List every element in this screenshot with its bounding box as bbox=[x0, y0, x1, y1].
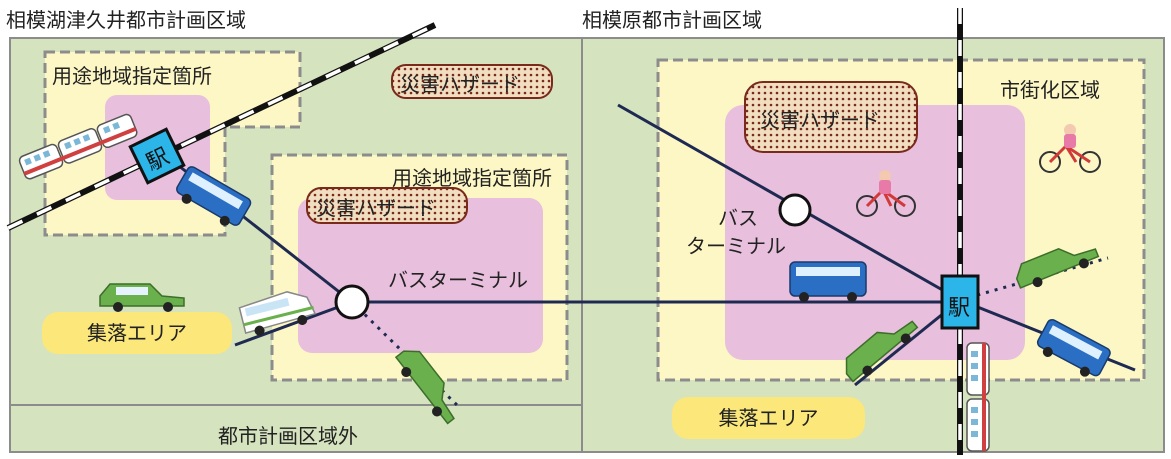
use-area-label-2: 用途地域指定箇所 bbox=[392, 166, 552, 190]
bicycle-icon bbox=[1039, 124, 1101, 173]
urbanization-label: 市街化区域 bbox=[1000, 78, 1100, 102]
hazard-label-1: 災害ハザード bbox=[400, 72, 520, 96]
bus-terminal-right bbox=[778, 193, 812, 227]
outside-area-label: 都市計画区域外 bbox=[218, 424, 358, 448]
village-area-1: 集落エリア bbox=[42, 312, 232, 354]
car-icon bbox=[1015, 248, 1100, 289]
hazard-label-2: 災害ハザード bbox=[316, 196, 436, 220]
hazard-zone-2 bbox=[306, 187, 468, 224]
bus-icon bbox=[176, 166, 252, 226]
bus-icon bbox=[789, 261, 867, 302]
use-area-label-1: 用途地域指定箇所 bbox=[52, 64, 212, 88]
hazard-zone-3 bbox=[744, 81, 918, 153]
station-left bbox=[128, 127, 186, 185]
minivan-icon bbox=[238, 291, 317, 336]
station-right bbox=[940, 274, 980, 330]
train-icon bbox=[966, 342, 990, 452]
car-icon bbox=[845, 320, 919, 383]
bus-terminal-label-right-1: バス bbox=[718, 206, 758, 230]
car-icon bbox=[99, 283, 185, 312]
bus-icon bbox=[1036, 319, 1111, 377]
bus-terminal-left bbox=[334, 284, 370, 320]
left-railway-dash bbox=[7, 23, 436, 230]
car-icon bbox=[394, 350, 455, 425]
train-icon bbox=[18, 113, 138, 180]
hazard-label-3: 災害ハザード bbox=[760, 108, 880, 132]
right-region-title: 相模原都市計画区域 bbox=[582, 8, 762, 32]
bus-terminal-label-right-2: ターミナル bbox=[686, 234, 786, 258]
left-region-title: 相模湖津久井都市計画区域 bbox=[6, 8, 246, 32]
hazard-zone-1 bbox=[391, 64, 553, 99]
bicycle-icon bbox=[856, 170, 916, 217]
village-area-2: 集落エリア bbox=[672, 397, 865, 439]
bus-terminal-label-left: バスターミナル bbox=[388, 268, 528, 292]
station-label-right: 駅 bbox=[948, 296, 971, 321]
